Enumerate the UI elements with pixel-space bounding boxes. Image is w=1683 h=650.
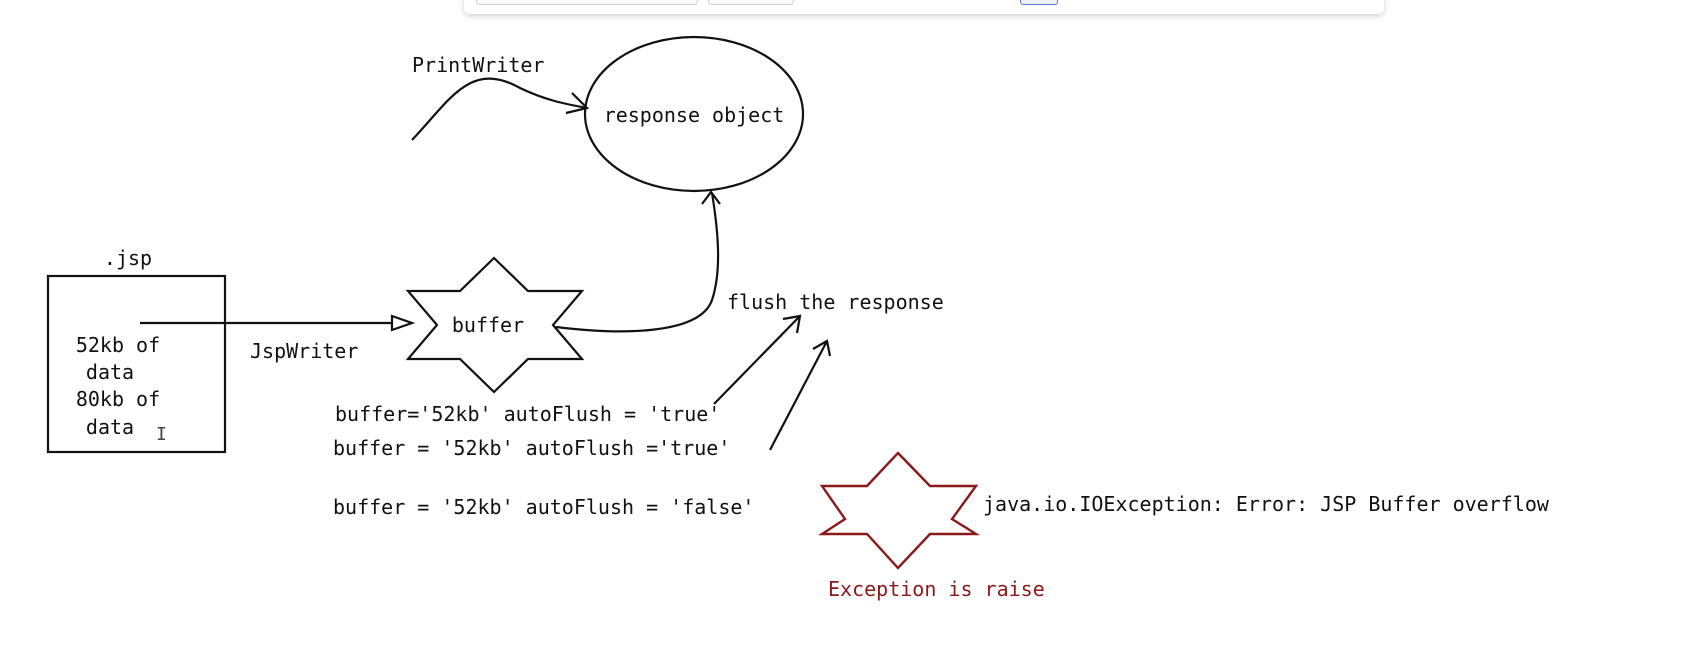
config-line-3-value: 'false': [670, 495, 754, 519]
jspwriter-label: JspWriter: [250, 339, 358, 363]
flush-curve-arrowhead: [701, 190, 721, 205]
jsp-line-3: 80kb of: [76, 387, 160, 411]
toolbar-button[interactable]: [1020, 0, 1058, 5]
exception-caption: Exception is raise: [828, 577, 1045, 601]
printwriter-arrowhead: [565, 92, 590, 115]
top-toolbar: [464, 0, 1384, 14]
jsp-file-box: [46, 274, 227, 454]
jsp-line-4: data: [86, 415, 134, 439]
flush-arrow-1: [713, 315, 801, 405]
buffer-node: [405, 256, 585, 394]
response-object-label: response object: [604, 103, 785, 127]
flush-arrowhead-1: [782, 314, 802, 334]
config-line-2: buffer = '52kb' autoFlush ='true': [333, 436, 730, 460]
flush-arrowhead-2: [812, 339, 832, 357]
jspwriter-arrowhead: [390, 314, 416, 332]
jsp-label: .jsp: [104, 246, 152, 270]
toolbar-dropdown[interactable]: [708, 0, 794, 5]
text-cursor-icon: I: [156, 424, 167, 445]
exception-message: java.io.IOException: Error: JSP Buffer o…: [983, 492, 1550, 516]
printwriter-label: PrintWriter: [412, 53, 544, 77]
jsp-line-1: 52kb of: [76, 333, 160, 357]
flush-label: flush the response: [727, 290, 944, 314]
config-line-1: buffer='52kb' autoFlush = 'true': [335, 402, 720, 426]
exception-star: [817, 451, 981, 570]
flush-curve: [555, 192, 720, 333]
buffer-label: buffer: [452, 313, 524, 337]
jsp-line-2: data: [86, 360, 134, 384]
config-line-3-prefix: buffer = '52kb' autoFlush =: [333, 495, 670, 519]
flush-arrow-2: [769, 340, 828, 451]
toolbar-field[interactable]: [476, 0, 698, 5]
response-object-node: [583, 35, 805, 193]
config-line-3: buffer = '52kb' autoFlush = 'false': [333, 495, 754, 519]
printwriter-arrow: [411, 77, 588, 141]
